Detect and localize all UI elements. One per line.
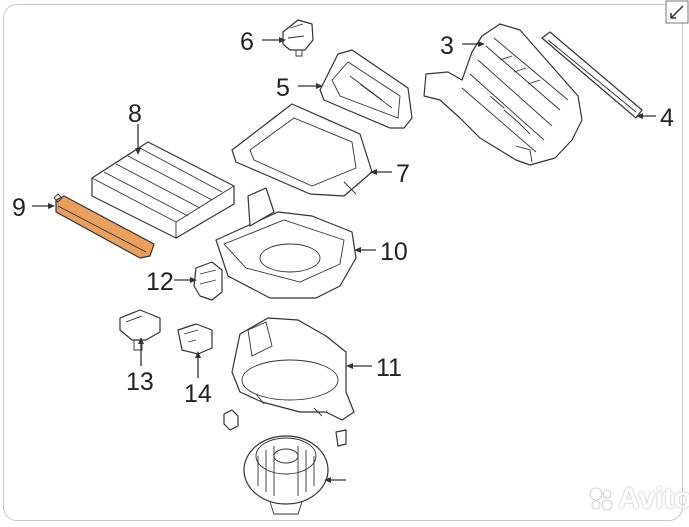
- part-3-seal-strip: [541, 31, 643, 119]
- callout-numbers: 6 5 3 4 7 8 9 10 12 13 14 11: [12, 28, 674, 408]
- part-13-motor-actuator: [177, 323, 213, 355]
- callout-5: 6: [240, 28, 254, 56]
- watermark-text: Avito: [618, 482, 689, 515]
- avito-watermark: Avito: [588, 482, 689, 516]
- small-bolt-left: [223, 409, 239, 431]
- part-5-actuator: [282, 19, 314, 57]
- callout-13: 14: [184, 380, 212, 408]
- small-bolt-right: [335, 429, 347, 447]
- avito-dots-icon: [589, 487, 613, 511]
- expand-diagonal-icon[interactable]: [665, 0, 689, 24]
- part-12-actuator: [119, 309, 161, 351]
- part-14-blower-motor: [243, 435, 329, 515]
- callout-8: 9: [12, 194, 26, 222]
- part-7-cabin-filter: [91, 141, 235, 239]
- callout-9: 10: [380, 238, 408, 266]
- callout-10: 11: [376, 354, 402, 382]
- part-8-filter-cover: [53, 193, 155, 259]
- diagram-border: [3, 4, 683, 521]
- part-6-frame: [231, 103, 373, 197]
- part-2-upper-case: [423, 23, 583, 166]
- callout-11: 12: [146, 268, 174, 296]
- callout-4: 5: [276, 74, 290, 102]
- callout-7: 8: [128, 100, 142, 128]
- part-10-blower-case: [231, 317, 355, 421]
- part-9-upper-blower-housing: [215, 187, 357, 299]
- callout-2: 3: [440, 32, 454, 60]
- part-11-resistor: [193, 261, 223, 301]
- callout-3: 4: [660, 104, 674, 132]
- callout-12: 13: [126, 368, 154, 396]
- part-4-door-tray: [319, 49, 413, 129]
- leader-lines: [32, 37, 656, 483]
- callout-6: 7: [396, 160, 410, 188]
